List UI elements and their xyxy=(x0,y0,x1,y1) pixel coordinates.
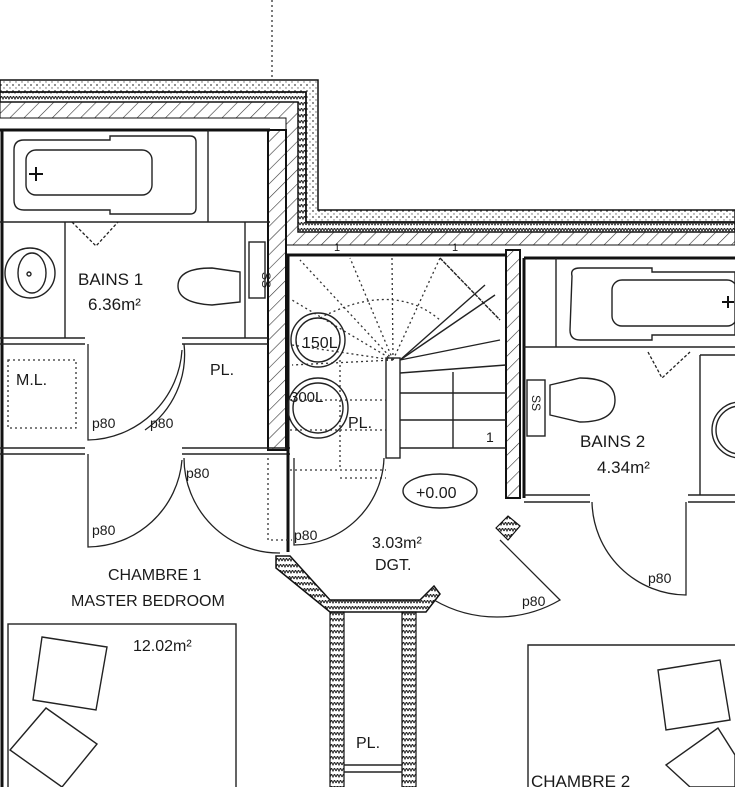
door-swing-bains2-top xyxy=(647,351,691,380)
door-swing-7 xyxy=(591,501,687,596)
bathtub-2 xyxy=(569,267,735,341)
door-label-6: p80 xyxy=(522,593,546,609)
door-swing-3 xyxy=(87,454,183,548)
stair-mark-bottom: 1 xyxy=(486,429,494,445)
sink-1 xyxy=(4,247,56,299)
door-swing-bains1-top xyxy=(71,221,119,247)
door-label-5: p80 xyxy=(294,527,318,543)
ml-outline xyxy=(7,359,77,429)
bed-chambre1 xyxy=(7,623,237,787)
tank-150 xyxy=(290,312,346,368)
room-name-bains2: BAINS 2 xyxy=(580,432,645,451)
door-swing-2 xyxy=(144,343,186,431)
room-name-pl-bottom: PL. xyxy=(356,735,380,752)
bains2-walls xyxy=(522,256,735,503)
room-name-bains1: BAINS 1 xyxy=(78,270,143,289)
room-name-chambre2: CHAMBRE 2 xyxy=(531,772,630,787)
room-name-chambre1: CHAMBRE 1 xyxy=(108,567,201,584)
room-area-dgt: 3.03m² xyxy=(372,535,422,552)
room-area-chambre1: 12.02m² xyxy=(133,638,192,655)
ss-label-2: SS xyxy=(529,395,543,411)
door-swing-1 xyxy=(87,344,183,441)
door-label-1: p80 xyxy=(92,415,116,431)
room-name-pl-stair: PL. xyxy=(348,415,372,432)
room-area-bains2: 4.34m² xyxy=(597,458,650,477)
dgt-dotted-box xyxy=(267,458,386,541)
stair-winders xyxy=(290,257,507,471)
door-swing-6 xyxy=(433,539,562,618)
door-swing-4 xyxy=(183,457,281,554)
level-marker-oval xyxy=(402,473,478,509)
stair-mark-top-right: 1 xyxy=(452,242,458,254)
bed-chambre2 xyxy=(527,644,735,787)
exterior-wall xyxy=(0,79,735,246)
corridor-walls xyxy=(275,515,521,787)
sink-2 xyxy=(711,401,735,459)
level-marker: +0.00 xyxy=(416,485,457,502)
tank-label-150: 150L xyxy=(302,335,338,352)
room-area-bains1: 6.36m² xyxy=(88,295,141,314)
door-label-7: p80 xyxy=(648,570,672,586)
toilet-2: SS xyxy=(526,377,616,437)
door-label-3: p80 xyxy=(92,522,116,538)
ss-label-1: SS xyxy=(259,272,273,288)
door-label-2: p80 xyxy=(150,415,174,431)
door-label-4: p80 xyxy=(186,465,210,481)
stair-mark-top-left: 1 xyxy=(334,242,340,254)
tank-300 xyxy=(287,377,349,439)
bathtub-1 xyxy=(13,135,197,215)
room-name-dgt: DGT. xyxy=(375,557,411,574)
room-name-pl-bath: PL. xyxy=(210,362,234,379)
door-swing-5 xyxy=(293,457,385,546)
room-subtitle-chambre1: MASTER BEDROOM xyxy=(71,593,225,610)
toilet-1: SS xyxy=(177,241,273,306)
bains1-walls xyxy=(0,128,290,787)
tank-label-300: 300L xyxy=(290,389,323,406)
room-name-ml: M.L. xyxy=(16,372,47,389)
